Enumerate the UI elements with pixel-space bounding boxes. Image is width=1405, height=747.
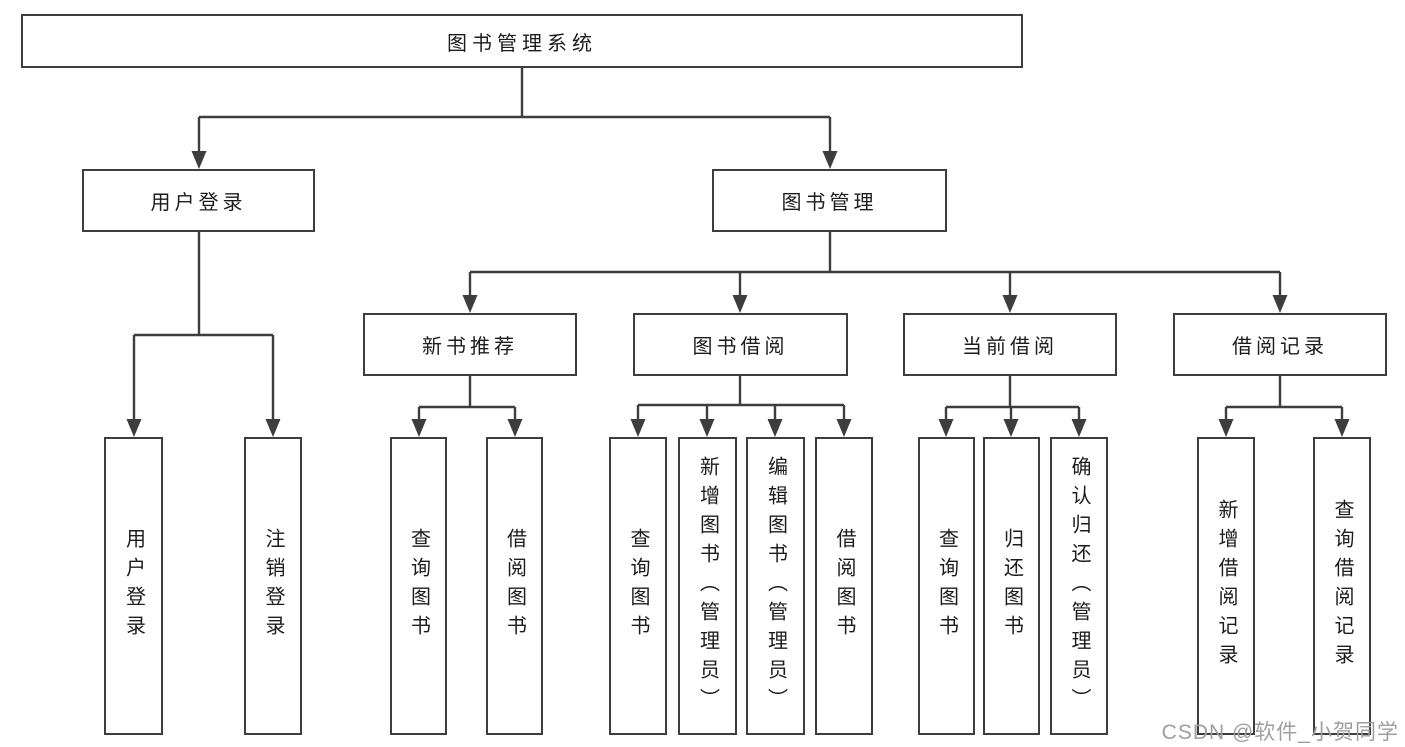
leaf-user-login: 用户登录: [104, 437, 163, 735]
csdn-watermark: CSDN @软件_小贺同学: [1161, 721, 1399, 744]
node-user-login: 用户登录: [82, 169, 315, 232]
leaf-query-books-current: 查询图书: [918, 437, 975, 735]
node-book-management: 图书管理: [712, 169, 947, 232]
leaf-confirm-return-admin: 确认归还（管理员）: [1050, 437, 1108, 735]
leaf-borrow-books-recommend: 借阅图书: [486, 437, 543, 735]
node-current-borrow: 当前借阅: [903, 313, 1117, 376]
leaf-add-books-admin: 新增图书（管理员）: [678, 437, 737, 735]
leaf-edit-books-admin: 编辑图书（管理员）: [746, 437, 805, 735]
node-borrow-records: 借阅记录: [1173, 313, 1387, 376]
leaf-logout: 注销登录: [244, 437, 302, 735]
arrowhead-group: [126, 151, 1350, 437]
leaf-add-borrow-record: 新增借阅记录: [1197, 437, 1255, 735]
node-library-management-system: 图书管理系统: [21, 14, 1023, 68]
leaf-return-books: 归还图书: [983, 437, 1040, 735]
leaf-query-books-recommend: 查询图书: [390, 437, 447, 735]
leaf-borrow-books: 借阅图书: [815, 437, 873, 735]
node-book-borrow: 图书借阅: [633, 313, 848, 376]
node-new-book-recommend: 新书推荐: [363, 313, 577, 376]
leaf-query-books-borrow: 查询图书: [609, 437, 667, 735]
leaf-query-borrow-record: 查询借阅记录: [1313, 437, 1371, 735]
